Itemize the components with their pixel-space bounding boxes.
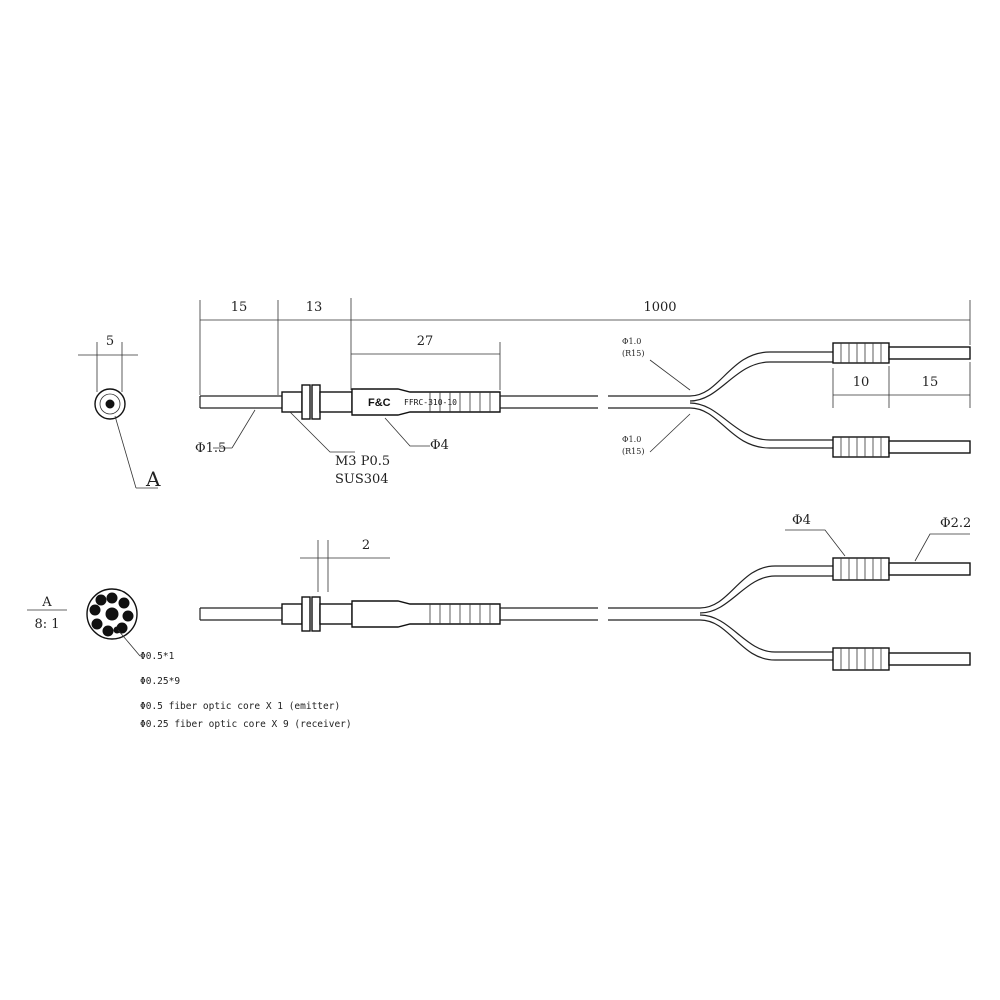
cable-branch-upper — [689, 361, 833, 402]
leader-line — [649, 359, 691, 391]
core-emitter-label: Φ0.5*1 — [140, 651, 175, 662]
view-label-a: A — [145, 467, 161, 491]
connector-ribs — [840, 558, 882, 580]
detail-label: A — [41, 595, 52, 610]
receiver-core — [91, 618, 103, 630]
cable-branch-lower — [699, 619, 833, 661]
receiver-core — [102, 625, 114, 637]
receiver-core — [118, 597, 130, 609]
cable-branch-upper — [689, 351, 833, 397]
connector-end-upper — [888, 562, 971, 576]
core-receiver-label: Φ0.25*9 — [140, 676, 180, 687]
cable-lower-dia: Φ1.0 — [622, 435, 641, 444]
cable-branch-lower — [699, 614, 833, 653]
thread-section — [281, 391, 303, 413]
receiver-core — [106, 592, 118, 604]
grip-ribs — [429, 604, 491, 624]
note-emitter: Φ0.5 fiber optic core X 1 (emitter) — [140, 701, 340, 712]
cable-branch-upper — [699, 565, 833, 609]
thread-section — [319, 603, 353, 625]
connector-end-lower — [888, 652, 971, 666]
dim-label-2: 2 — [362, 538, 370, 553]
end-view-inner — [99, 393, 121, 415]
nut — [311, 596, 321, 632]
dim-label-13: 13 — [306, 300, 323, 315]
note-receiver: Φ0.25 fiber optic core X 9 (receiver) — [140, 719, 352, 730]
cable-branch-upper — [699, 575, 833, 614]
connector-ribs — [840, 648, 882, 670]
nut — [311, 384, 321, 420]
leader-line — [117, 629, 141, 657]
leader-line — [914, 533, 970, 562]
bottom-view: 2 — [199, 513, 971, 671]
cable-upper-note: (R15) — [622, 349, 644, 358]
receiver-core — [122, 610, 134, 622]
connector-ribs — [840, 437, 882, 457]
thread-section — [319, 391, 353, 413]
cable-upper-dia: Φ1.0 — [622, 337, 641, 346]
sensor-body — [351, 388, 501, 416]
top-view: 15 13 1000 27 F&C FFRC-310-10 — [195, 298, 971, 487]
thread-section — [281, 603, 303, 625]
part-number: FFRC-310-10 — [404, 398, 457, 407]
receiver-core — [89, 604, 101, 616]
thread-spec: M3 P0.5 — [335, 454, 390, 469]
end-diameter: Φ2.2 — [940, 516, 971, 531]
leader-line — [384, 417, 430, 447]
connector-ribs — [840, 343, 882, 363]
receiver-core — [113, 626, 121, 634]
material-spec: SUS304 — [335, 472, 389, 487]
dim-label-15-end: 15 — [922, 375, 939, 390]
leader-line — [785, 529, 846, 557]
detail-scale: 8: 1 — [34, 617, 59, 632]
dim-label-27: 27 — [417, 334, 434, 349]
leader-line — [231, 409, 256, 449]
dim-label-5: 5 — [106, 334, 114, 349]
detail-a: A 8: 1 Φ0.5*1 Φ0.25*9 — [27, 588, 180, 687]
grip-ribs — [429, 392, 491, 412]
connector-end-upper — [888, 346, 971, 360]
fiber-cores — [89, 592, 134, 637]
nut — [301, 596, 311, 632]
end-view-core — [105, 399, 115, 409]
cable-branch-lower — [689, 407, 833, 449]
emitter-core — [105, 607, 119, 621]
dim-label-15: 15 — [231, 300, 248, 315]
receiver-core — [95, 594, 107, 606]
end-view: 5 A — [78, 334, 161, 491]
body-diameter: Φ4 — [430, 438, 449, 453]
head-diameter: Φ4 — [792, 513, 811, 528]
notes: Φ0.5 fiber optic core X 1 (emitter) Φ0.2… — [140, 701, 352, 730]
leader-line — [289, 411, 355, 453]
nut — [301, 384, 311, 420]
leader-line — [649, 413, 691, 453]
cable-branch-lower — [689, 402, 833, 441]
leader-line — [114, 415, 137, 489]
dim-label-10: 10 — [853, 375, 870, 390]
probe-diameter: Φ1.5 — [195, 441, 226, 456]
brand-logo: F&C — [368, 397, 391, 409]
sensor-body — [351, 600, 501, 628]
cable-lower-note: (R15) — [622, 447, 644, 456]
dim-label-1000: 1000 — [643, 300, 676, 315]
connector-end-lower — [888, 440, 971, 454]
